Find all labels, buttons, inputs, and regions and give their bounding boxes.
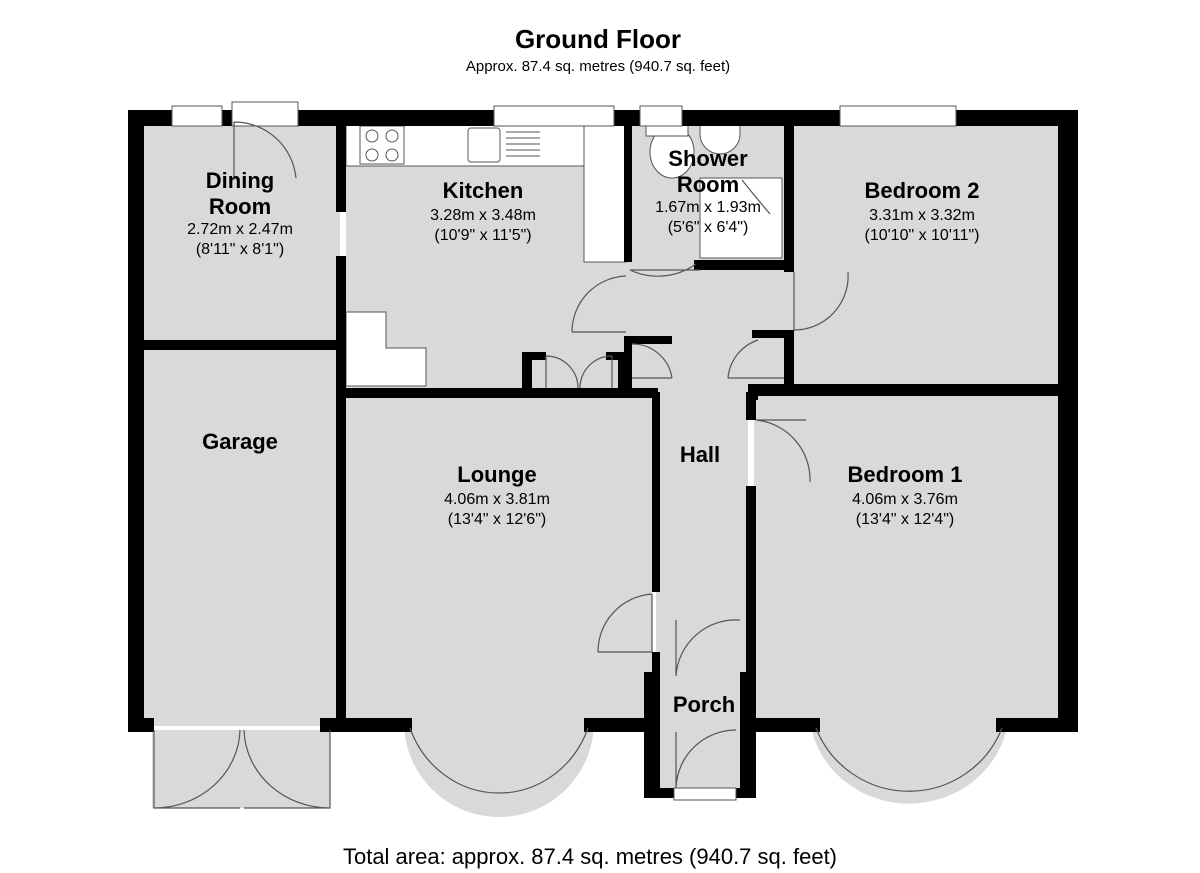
bedroom2-dim-m: 3.31m x 3.32m <box>869 207 975 224</box>
bedroom2-name: Bedroom 2 <box>865 178 980 203</box>
total-area: Total area: approx. 87.4 sq. metres (940… <box>343 844 837 869</box>
hob-ring-2 <box>385 129 399 143</box>
walls <box>128 110 1078 798</box>
porch-name: Porch <box>673 692 735 717</box>
lounge-dim-m: 4.06m x 3.81m <box>444 491 550 508</box>
hall-cupboard-left-door <box>631 343 673 379</box>
bedroom1-name: Bedroom 1 <box>848 462 963 487</box>
kitchen-name: Kitchen <box>443 178 524 203</box>
window-dining <box>171 105 223 127</box>
dining-door-swing <box>233 121 297 180</box>
hob-ring-1 <box>365 129 379 143</box>
dining-dim-m: 2.72m x 2.47m <box>187 221 293 238</box>
window-lounge-bay <box>409 727 589 794</box>
hob-ring-4 <box>385 148 399 162</box>
basin <box>699 123 741 155</box>
hall-lower-floor <box>656 390 748 672</box>
dining-name-l1: Dining <box>206 168 274 193</box>
shower-screen-arc <box>741 179 771 215</box>
kitchen-dim-ft: (10'9" x 11'5") <box>434 227 531 244</box>
shower-fixtures <box>645 123 783 259</box>
window-bedroom2 <box>839 105 957 127</box>
dining-external-door <box>231 101 299 127</box>
drainer <box>506 131 540 157</box>
shower-door-swing <box>629 263 700 277</box>
lounge-bay <box>404 722 594 817</box>
kitchen-dim-m: 3.28m x 3.48m <box>430 207 536 224</box>
dining-floor <box>140 122 340 344</box>
plan-title: Ground Floor <box>515 24 681 54</box>
dining-dim-ft: (8'11" x 8'1") <box>196 241 284 258</box>
hall-cupboard-right-door <box>727 339 784 379</box>
kitchen-worktop-right <box>583 121 627 263</box>
floor-areas <box>140 122 1060 817</box>
lounge-name: Lounge <box>457 462 536 487</box>
hob-ring-3 <box>365 148 379 162</box>
bedroom1-door-swing <box>755 419 811 483</box>
doors <box>153 101 849 809</box>
window-bedroom1-bay <box>815 727 1003 792</box>
kitchen-fixtures <box>345 121 627 387</box>
window-porch <box>673 787 737 801</box>
window-shower <box>639 105 683 127</box>
kitchen-floor <box>346 122 626 390</box>
kitchen-cupboard-door <box>545 355 613 389</box>
porch-inner-door <box>675 619 741 677</box>
windows <box>171 105 1003 801</box>
shower-dim-m: 1.67m x 1.93m <box>655 199 761 216</box>
garage-floor <box>140 350 336 726</box>
hall-name: Hall <box>680 442 720 467</box>
bedroom1-dim-m: 4.06m x 3.76m <box>852 491 958 508</box>
bedroom2-dim-ft: (10'10" x 10'11") <box>864 227 979 244</box>
porch-floor <box>656 672 756 794</box>
plan-subtitle: Approx. 87.4 sq. metres (940.7 sq. feet) <box>466 58 730 75</box>
lounge-dim-ft: (13'4" x 12'6") <box>448 511 546 528</box>
garage-door-area <box>152 730 330 808</box>
garage-door-right <box>243 729 331 809</box>
bedroom2-door-swing <box>793 271 849 331</box>
shower-name-l2: Room <box>677 172 739 197</box>
shower-tray <box>699 177 783 259</box>
kitchen-door-swing <box>571 275 627 333</box>
shower-name-l1: Shower <box>668 146 748 171</box>
hall-floor <box>626 262 794 390</box>
garage-door-left <box>153 729 241 809</box>
dining-name-l2: Room <box>209 194 271 219</box>
bedroom1-dim-ft: (13'4" x 12'4") <box>856 511 954 528</box>
bedroom2-floor <box>790 122 1060 388</box>
lounge-floor <box>346 396 652 722</box>
shower-dim-ft: (5'6" x 6'4") <box>668 219 749 236</box>
lounge-door-swing <box>597 593 653 653</box>
bedroom1-floor <box>754 396 1058 722</box>
window-kitchen <box>493 105 615 127</box>
porch-front-door <box>675 729 737 789</box>
bedroom1-bay <box>810 722 1008 804</box>
kitchen-sink <box>467 127 501 163</box>
garage-name: Garage <box>202 429 278 454</box>
